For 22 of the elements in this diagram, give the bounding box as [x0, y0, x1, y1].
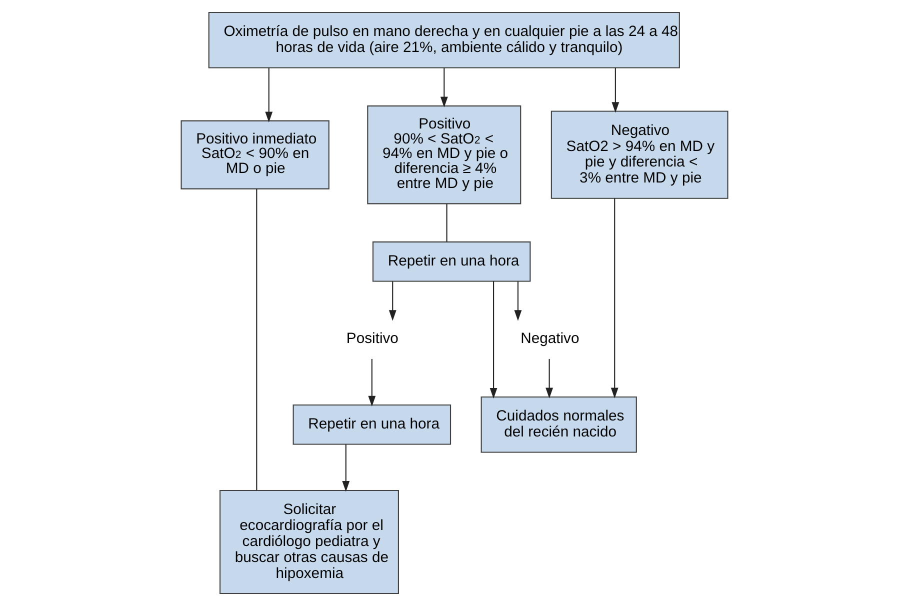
arrow — [546, 358, 554, 398]
arrow — [610, 198, 618, 398]
node-text: Positivo — [346, 331, 398, 348]
node-box: Oximetría de pulso en mano derecha y en cualquier pie a las 24 a 48 horas de vida (aire 21%, ambiente cálido y tranquilo) — [208, 12, 680, 68]
node-box: Repetir en una hora — [372, 241, 531, 282]
node-text: Negativo — [520, 331, 580, 348]
arrow — [388, 282, 396, 321]
node-box: Cuidados normales del recién nacido — [480, 396, 637, 453]
node-box: Positivo 90% < SatO2 < 94% en MD y pie o diferencia ≥ 4% entre MD y pie — [367, 105, 522, 204]
arrow — [490, 281, 498, 399]
connector — [256, 188, 258, 490]
arrow — [342, 444, 350, 492]
arrow — [514, 282, 522, 321]
node-box: Positivo inmediato SatO2 < 90% en MD o pie — [180, 120, 330, 190]
arrow — [265, 68, 273, 122]
arrow — [368, 358, 376, 406]
node-box: Negativo SatO2 > 94% en MD y pie y diferencia < 3% entre MD y pie — [550, 110, 728, 199]
node-box: Solicitar ecocardiografía por el cardiólogo pediatra y buscar otras causas de hipoxemia — [220, 490, 399, 594]
arrow — [612, 68, 620, 113]
node-box: Repetir en una hora — [292, 404, 452, 445]
arrow — [440, 68, 448, 108]
connector — [446, 204, 448, 242]
